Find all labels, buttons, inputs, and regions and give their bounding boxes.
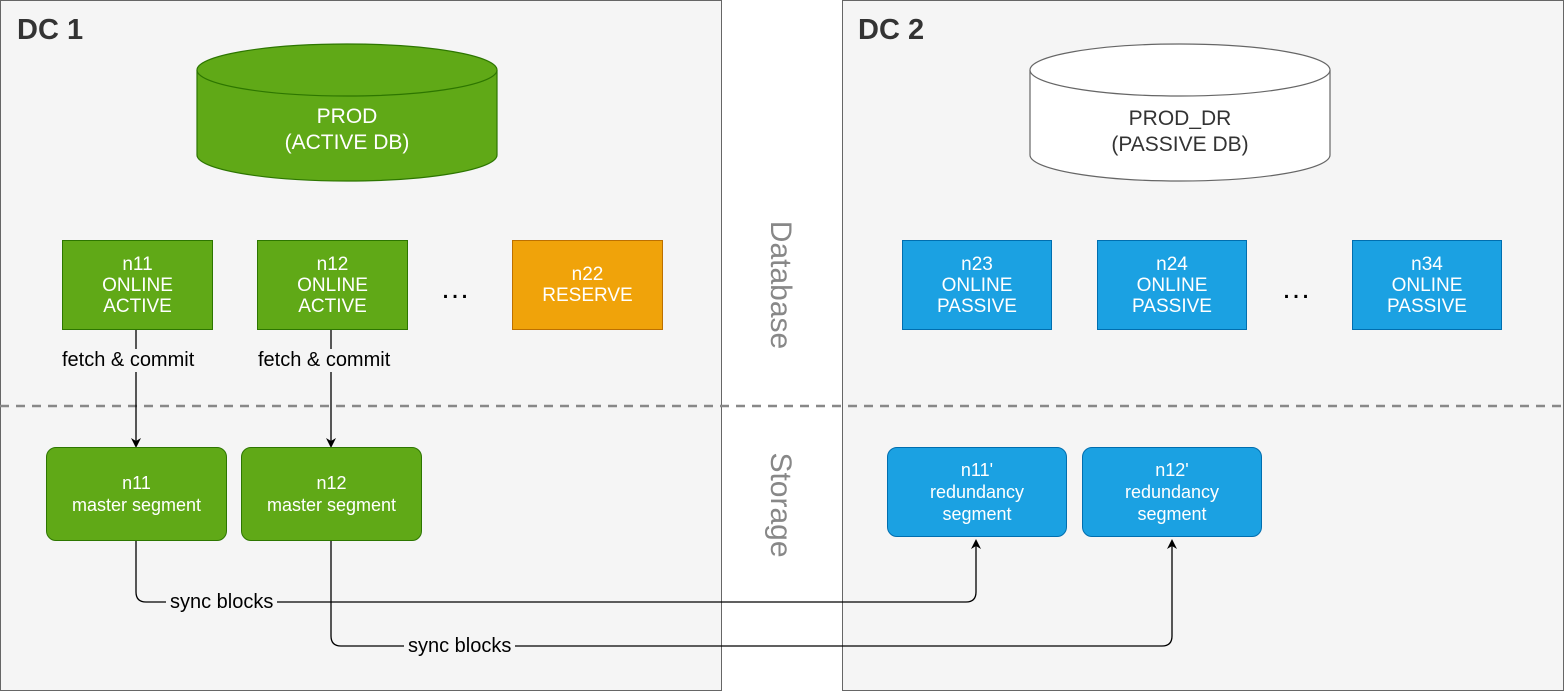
dc2-nodes-ellipsis: … xyxy=(1281,272,1312,305)
db-node-n23[interactable]: n23 ONLINE PASSIVE xyxy=(902,240,1052,330)
db-node-n22-reserve[interactable]: n22 RESERVE xyxy=(512,240,663,330)
prod-db-name: PROD xyxy=(316,105,378,128)
prod-dr-db-label: PROD_DR (PASSIVE DB) xyxy=(1030,106,1330,158)
prod-dr-db-name: PROD_DR xyxy=(1128,107,1232,130)
db-node-state: ONLINE xyxy=(941,274,1013,296)
db-node-n34[interactable]: n34 ONLINE PASSIVE xyxy=(1352,240,1502,330)
dc1-title: DC 1 xyxy=(17,14,84,46)
layer-label-database: Database xyxy=(764,220,797,350)
db-node-state: ONLINE xyxy=(1136,274,1208,296)
prod-dr-db-cylinder xyxy=(1029,43,1331,182)
db-node-id: n22 xyxy=(571,264,604,285)
db-node-role: ACTIVE xyxy=(298,295,367,317)
fetch-commit-label-n12: fetch & commit xyxy=(258,349,391,372)
segment-label-line2: segment xyxy=(1137,504,1207,524)
sync-connector-n12 xyxy=(330,539,1177,647)
db-node-role: PASSIVE xyxy=(1132,295,1212,317)
db-node-state: ONLINE xyxy=(1391,274,1463,296)
storage-segment-n12[interactable]: n12 master segment xyxy=(241,447,422,541)
segment-label-line1: redundancy xyxy=(1124,482,1220,502)
segment-id: n11' xyxy=(960,460,994,480)
db-node-n24[interactable]: n24 ONLINE PASSIVE xyxy=(1097,240,1247,330)
prod-dr-db-role: (PASSIVE DB) xyxy=(1111,133,1249,156)
db-node-role: PASSIVE xyxy=(1387,295,1467,317)
fetch-commit-label-n11: fetch & commit xyxy=(62,349,195,372)
db-node-n11[interactable]: n11 ONLINE ACTIVE xyxy=(62,240,213,330)
layer-label-storage: Storage xyxy=(764,452,797,558)
segment-label-line1: redundancy xyxy=(929,482,1025,502)
storage-segment-n11-redundancy[interactable]: n11' redundancy segment xyxy=(887,447,1067,537)
sync-blocks-label-n11: sync blocks xyxy=(166,591,278,614)
storage-segment-n12-redundancy[interactable]: n12' redundancy segment xyxy=(1082,447,1262,537)
prod-db-cylinder xyxy=(196,43,498,182)
storage-segment-n11[interactable]: n11 master segment xyxy=(46,447,227,541)
db-node-state: ONLINE xyxy=(297,274,368,296)
db-node-id: n23 xyxy=(961,253,993,275)
dc1-nodes-ellipsis: … xyxy=(440,272,471,305)
prod-db-label: PROD (ACTIVE DB) xyxy=(197,104,497,156)
db-node-id: n24 xyxy=(1156,253,1188,275)
db-node-id: n12 xyxy=(316,253,349,275)
segment-label: master segment xyxy=(266,495,397,515)
db-node-role: PASSIVE xyxy=(937,295,1017,317)
db-node-state: ONLINE xyxy=(102,274,173,296)
segment-label: master segment xyxy=(71,495,202,515)
prod-db-role: (ACTIVE DB) xyxy=(284,131,410,154)
segment-label-line2: segment xyxy=(942,504,1012,524)
segment-id: n12' xyxy=(1155,460,1189,480)
segment-id: n12 xyxy=(316,473,347,493)
sync-connector-n11 xyxy=(135,539,981,603)
db-node-role: RESERVE xyxy=(542,285,633,306)
db-node-n12[interactable]: n12 ONLINE ACTIVE xyxy=(257,240,408,330)
segment-id: n11 xyxy=(122,473,151,493)
sync-blocks-label-n12: sync blocks xyxy=(404,635,516,658)
db-node-role: ACTIVE xyxy=(103,295,172,317)
db-node-id: n34 xyxy=(1411,253,1443,275)
dc2-title: DC 2 xyxy=(858,14,925,46)
db-node-id: n11 xyxy=(122,253,153,275)
